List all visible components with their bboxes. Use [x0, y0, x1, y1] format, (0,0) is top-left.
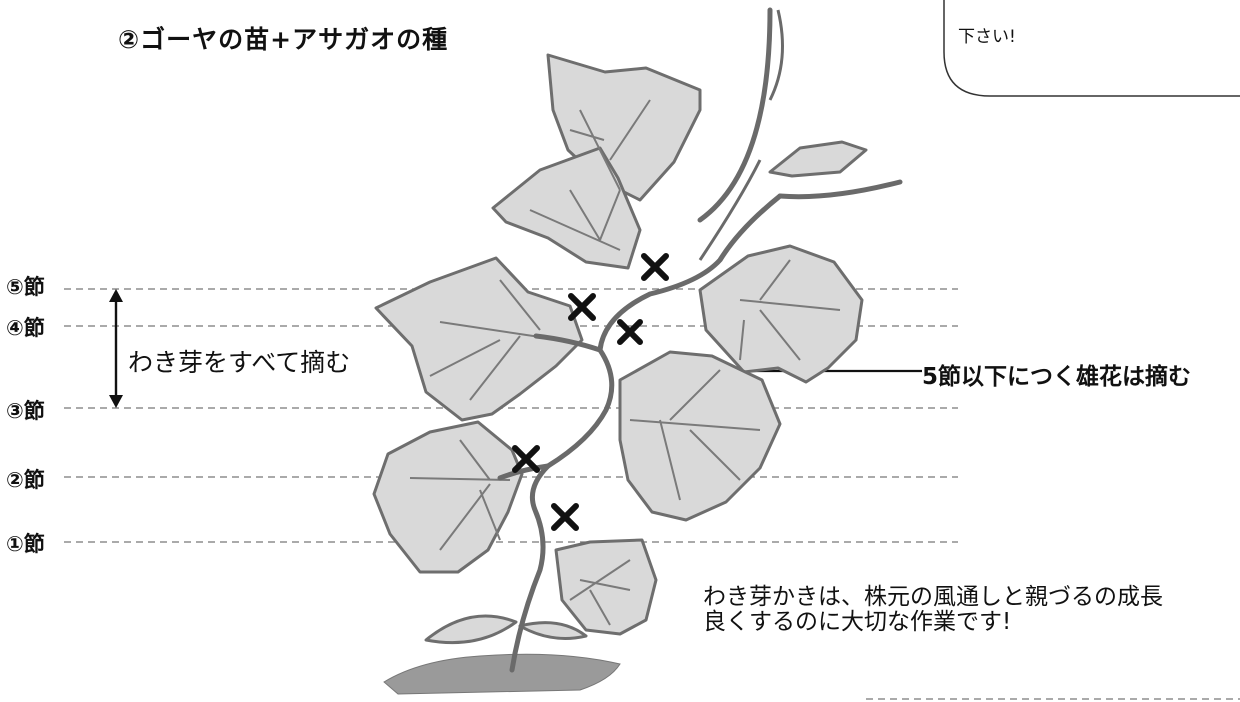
note-line-2: 良くするのに大切な作業です!: [703, 609, 1012, 635]
leaf-upper-right-small: [768, 140, 868, 178]
note-text: わき芽かきは、株元の風通しと親づるの成長 良くするのに大切な作業です!: [703, 585, 1163, 635]
tendril-upper: [697, 7, 773, 223]
pinch-mark: [641, 253, 669, 281]
note-line-1: わき芽かきは、株元の風通しと親づるの成長: [703, 584, 1163, 610]
pinch-mark: [551, 503, 579, 531]
main-stem: [509, 193, 783, 673]
leaf-upper-left: [491, 146, 642, 270]
node-label-2: ②節: [6, 468, 45, 492]
page-subtitle: ②ゴーヤの苗+アサガオの種: [118, 25, 449, 54]
leaf-cotyledon-right: [518, 621, 588, 640]
leaf-cotyledon-left: [424, 614, 518, 645]
leaf-lower-left: [372, 420, 524, 574]
pinch-all-buds-label: わき芽をすべて摘む: [128, 348, 351, 377]
branch-left: [533, 333, 603, 353]
pinch-mark: [512, 445, 540, 473]
node-label-4: ④節: [6, 316, 45, 340]
soil: [383, 653, 621, 695]
pinch-mark: [568, 293, 596, 321]
male-flower-label: 5節以下につく雄花は摘む: [922, 364, 1192, 390]
leaf-lower-right: [618, 350, 782, 522]
node-label-1: ①節: [6, 532, 45, 556]
branch-lower: [497, 463, 551, 481]
tendril-right: [777, 179, 903, 200]
leaf-bottom-right: [554, 538, 658, 636]
callout-box: [943, 0, 1240, 97]
node-label-3: ③節: [6, 399, 45, 423]
callout-text: 下さい!: [958, 27, 1016, 47]
pinch-range-arrow: [109, 289, 123, 408]
pinch-mark: [617, 319, 643, 345]
node-label-5: ⑤節: [6, 275, 45, 299]
leaf-mid-left: [374, 256, 584, 422]
